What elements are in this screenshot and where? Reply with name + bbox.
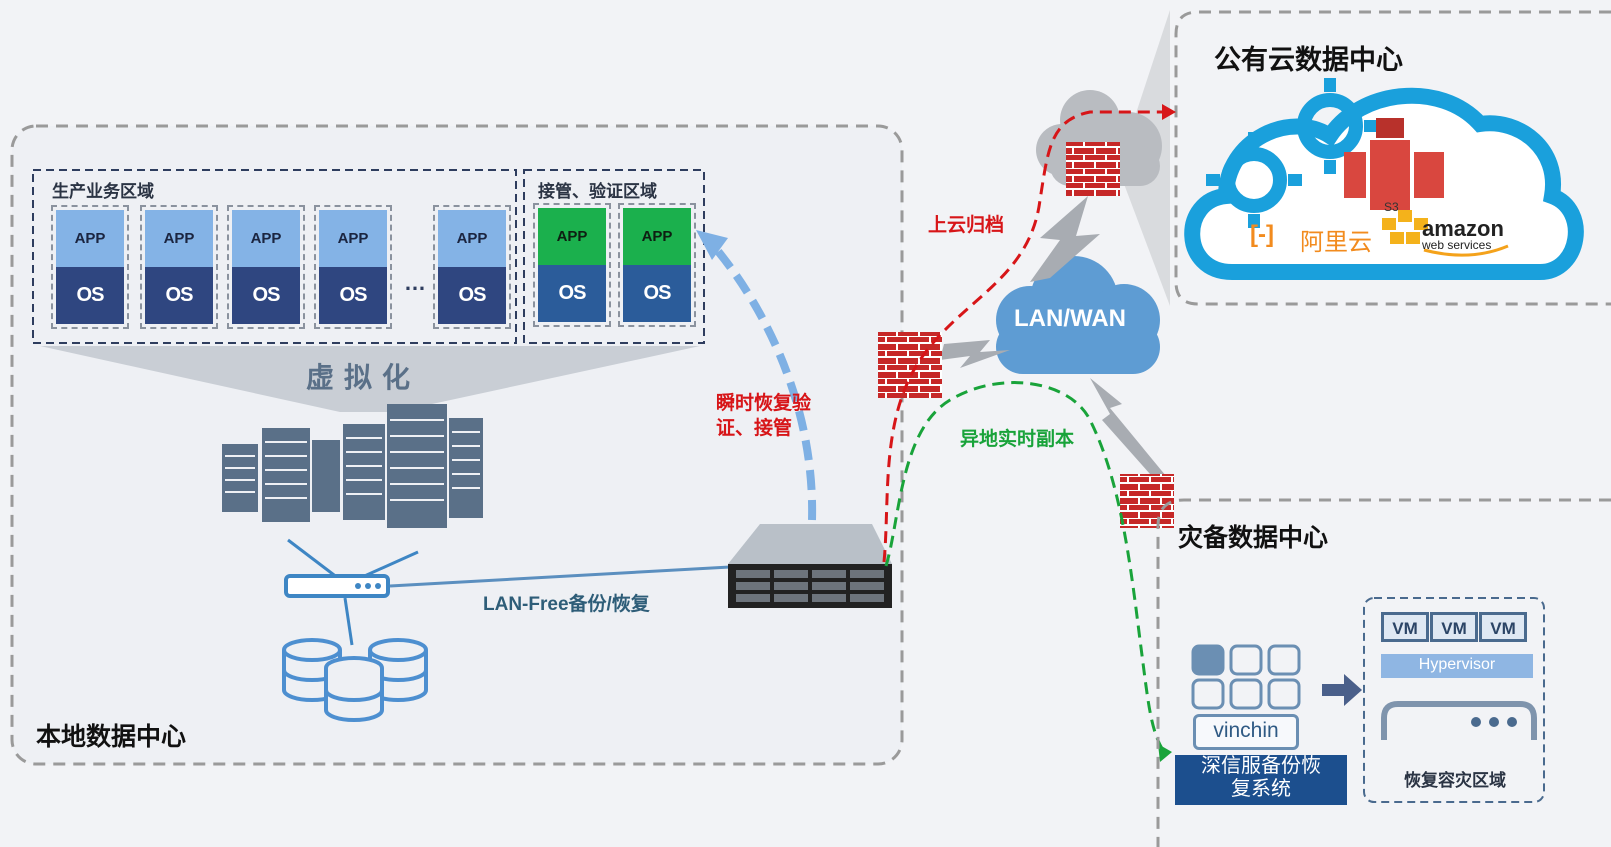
- os-label: OS: [232, 267, 300, 324]
- aliyun-mark: [-]: [1250, 221, 1274, 248]
- remote-replica-label: 异地实时副本: [960, 429, 1075, 450]
- instant-recovery-arrowhead: [696, 230, 728, 260]
- webservices-label: web services: [1422, 238, 1492, 252]
- s3-label: S3: [1384, 200, 1399, 214]
- recovery-server-icon: [1381, 701, 1537, 740]
- takeover-zone-box: [523, 169, 705, 344]
- takeover-zone-title: 接管、验证区域: [538, 182, 657, 201]
- vinchin-grid-icon: [1191, 644, 1301, 710]
- vm-tag: VM: [1381, 612, 1429, 642]
- amazon-smile-icon: [1423, 244, 1509, 257]
- cloud-archive-arrowhead: [1162, 104, 1176, 120]
- gear-icon: [1221, 93, 1363, 213]
- os-label: OS: [438, 267, 506, 324]
- lan-free-link: [389, 565, 731, 588]
- backup-system-label: 深信服备份恢 复系统: [1175, 755, 1347, 805]
- app-label: APP: [623, 208, 691, 265]
- production-zone-box: [32, 169, 517, 344]
- backup-system-line1: 深信服备份恢: [1201, 755, 1321, 777]
- gear-teeth-icon: [1206, 78, 1378, 228]
- virtualization-label: 虚拟化: [306, 362, 421, 393]
- s3-bucket-icon: [1344, 118, 1444, 210]
- amazon-label: amazon: [1422, 216, 1504, 241]
- app-label: APP: [438, 210, 506, 267]
- transfer-arrow-icon: [1322, 674, 1362, 706]
- server-towers-icon: [222, 404, 483, 528]
- app-label: APP: [319, 210, 387, 267]
- os-label: OS: [623, 265, 691, 322]
- os-label: OS: [538, 265, 606, 322]
- vm-card: APP OS: [140, 205, 218, 329]
- vm-card: APP OS: [314, 205, 392, 329]
- cloud-archive-path: [882, 110, 1168, 563]
- os-label: OS: [56, 267, 124, 324]
- instant-recovery-label-line2: 证、接管: [716, 418, 793, 439]
- os-label: OS: [319, 267, 387, 324]
- virtualization-funnel: [40, 346, 700, 412]
- ellipsis: …: [404, 270, 426, 295]
- lightning-links: [940, 196, 1166, 476]
- remote-replica-path: [884, 381, 1166, 753]
- app-label: APP: [232, 210, 300, 267]
- vinchin-logo: vinchin: [1193, 714, 1299, 750]
- instant-recovery-arrow: [708, 241, 817, 521]
- instant-recovery-label-line1: 瞬时恢复验: [716, 393, 812, 414]
- backup-appliance-icon: [728, 524, 892, 608]
- vm-card: APP OS: [433, 205, 511, 329]
- production-zone-title: 生产业务区域: [52, 182, 154, 201]
- vm-tag: VM: [1479, 612, 1527, 642]
- switch-icon: [284, 538, 419, 646]
- app-label: APP: [538, 208, 606, 265]
- database-icon: [282, 638, 428, 722]
- lan-free-label: LAN-Free备份/恢复: [483, 594, 650, 615]
- takeover-vm-card: APP OS: [618, 203, 696, 327]
- lan-wan-cloud-icon: [996, 256, 1160, 374]
- os-label: OS: [145, 267, 213, 324]
- vm-card: APP OS: [227, 205, 305, 329]
- vm-card: APP OS: [51, 205, 129, 329]
- vm-tag: VM: [1430, 612, 1478, 642]
- aliyun-label: 阿里云: [1300, 229, 1372, 256]
- amazon-cubes-icon: [1382, 210, 1428, 244]
- backup-system-line2: 复系统: [1231, 778, 1291, 800]
- firewall-dr-icon: [1120, 474, 1174, 528]
- takeover-vm-card: APP OS: [533, 203, 611, 327]
- hypervisor-bar: Hypervisor: [1381, 654, 1533, 678]
- cloud-archive-label: 上云归档: [928, 215, 1005, 236]
- lan-wan-label: LAN/WAN: [1014, 305, 1126, 332]
- remote-replica-arrowhead: [1158, 744, 1172, 762]
- dr-dc-title: 灾备数据中心: [1178, 524, 1329, 552]
- recovery-zone-title: 恢复容灾区域: [1404, 771, 1506, 790]
- firewall-cloud-icon: [1066, 142, 1120, 196]
- dr-dc-boundary: [1156, 498, 1611, 847]
- app-label: APP: [56, 210, 124, 267]
- public-cloud-title: 公有云数据中心: [1214, 45, 1403, 75]
- app-label: APP: [145, 210, 213, 267]
- recovery-zone-box: [1363, 597, 1545, 803]
- local-dc-title: 本地数据中心: [36, 723, 187, 751]
